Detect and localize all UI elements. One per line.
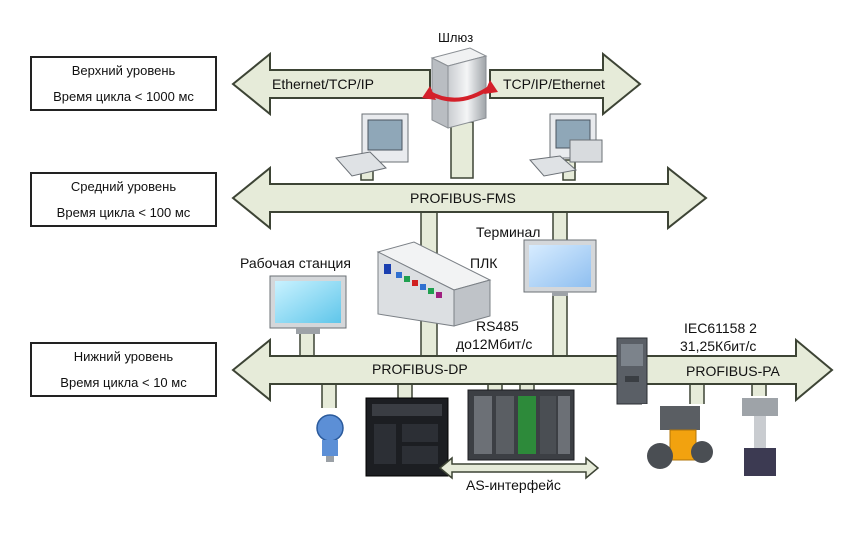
level-name-bottom: Нижний уровень bbox=[73, 349, 174, 364]
computer-right-icon bbox=[529, 113, 603, 177]
connector-gateway-fms bbox=[450, 121, 474, 179]
plc-icon bbox=[376, 241, 492, 327]
terminal-label: Терминал bbox=[476, 224, 541, 240]
valve-orange-icon bbox=[642, 404, 718, 480]
terminal-monitor-icon bbox=[523, 239, 597, 296]
level-cycle-top: Время цикла < 1000 мс bbox=[53, 89, 194, 104]
profibus-fms-bus bbox=[231, 165, 708, 231]
workstation-monitor-icon bbox=[269, 275, 347, 334]
level-box-bottom: Нижний уровень Время цикла < 10 мс bbox=[30, 342, 217, 397]
level-name-middle: Средний уровень bbox=[70, 179, 177, 194]
plc-label: ПЛК bbox=[470, 255, 498, 271]
profibus-dp-label: PROFIBUS-DP bbox=[372, 361, 468, 377]
as-interface-label: AS-интерфейс bbox=[466, 477, 561, 493]
ethernet-right-label: TCP/IP/Ethernet bbox=[503, 76, 605, 92]
rs485-speed-label: до12Мбит/с bbox=[456, 336, 533, 352]
level-cycle-bottom: Время цикла < 10 мс bbox=[60, 375, 187, 390]
gateway-server-icon bbox=[422, 47, 498, 129]
valve-actuator-icon bbox=[738, 396, 782, 480]
controller-rack-icon bbox=[467, 389, 575, 461]
workstation-label: Рабочая станция bbox=[240, 255, 351, 271]
iec-speed-label: 31,25Кбит/с bbox=[680, 338, 757, 354]
iec-label: IEC61158 2 bbox=[684, 320, 757, 336]
level-name-top: Верхний уровень bbox=[71, 63, 176, 78]
profibus-pa-label: PROFIBUS-PA bbox=[686, 363, 780, 379]
rs485-label: RS485 bbox=[476, 318, 519, 334]
ethernet-left-label: Ethernet/TCP/IP bbox=[272, 76, 374, 92]
pressure-sensor-icon bbox=[305, 408, 355, 464]
level-box-top: Верхний уровень Время цикла < 1000 мс bbox=[30, 56, 217, 111]
profibus-fms-label: PROFIBUS-FMS bbox=[410, 190, 516, 206]
dp-pa-coupler bbox=[616, 337, 648, 405]
as-interface-arrow bbox=[438, 456, 600, 480]
level-box-middle: Средний уровень Время цикла < 100 мс bbox=[30, 172, 217, 227]
profibus-pa-bus bbox=[645, 337, 834, 403]
computer-left-icon bbox=[335, 113, 409, 177]
gateway-label: Шлюз bbox=[438, 30, 474, 45]
ethernet-bus-left-arrow bbox=[231, 51, 431, 117]
io-module-icon bbox=[365, 397, 449, 477]
level-cycle-middle: Время цикла < 100 мс bbox=[56, 205, 191, 220]
